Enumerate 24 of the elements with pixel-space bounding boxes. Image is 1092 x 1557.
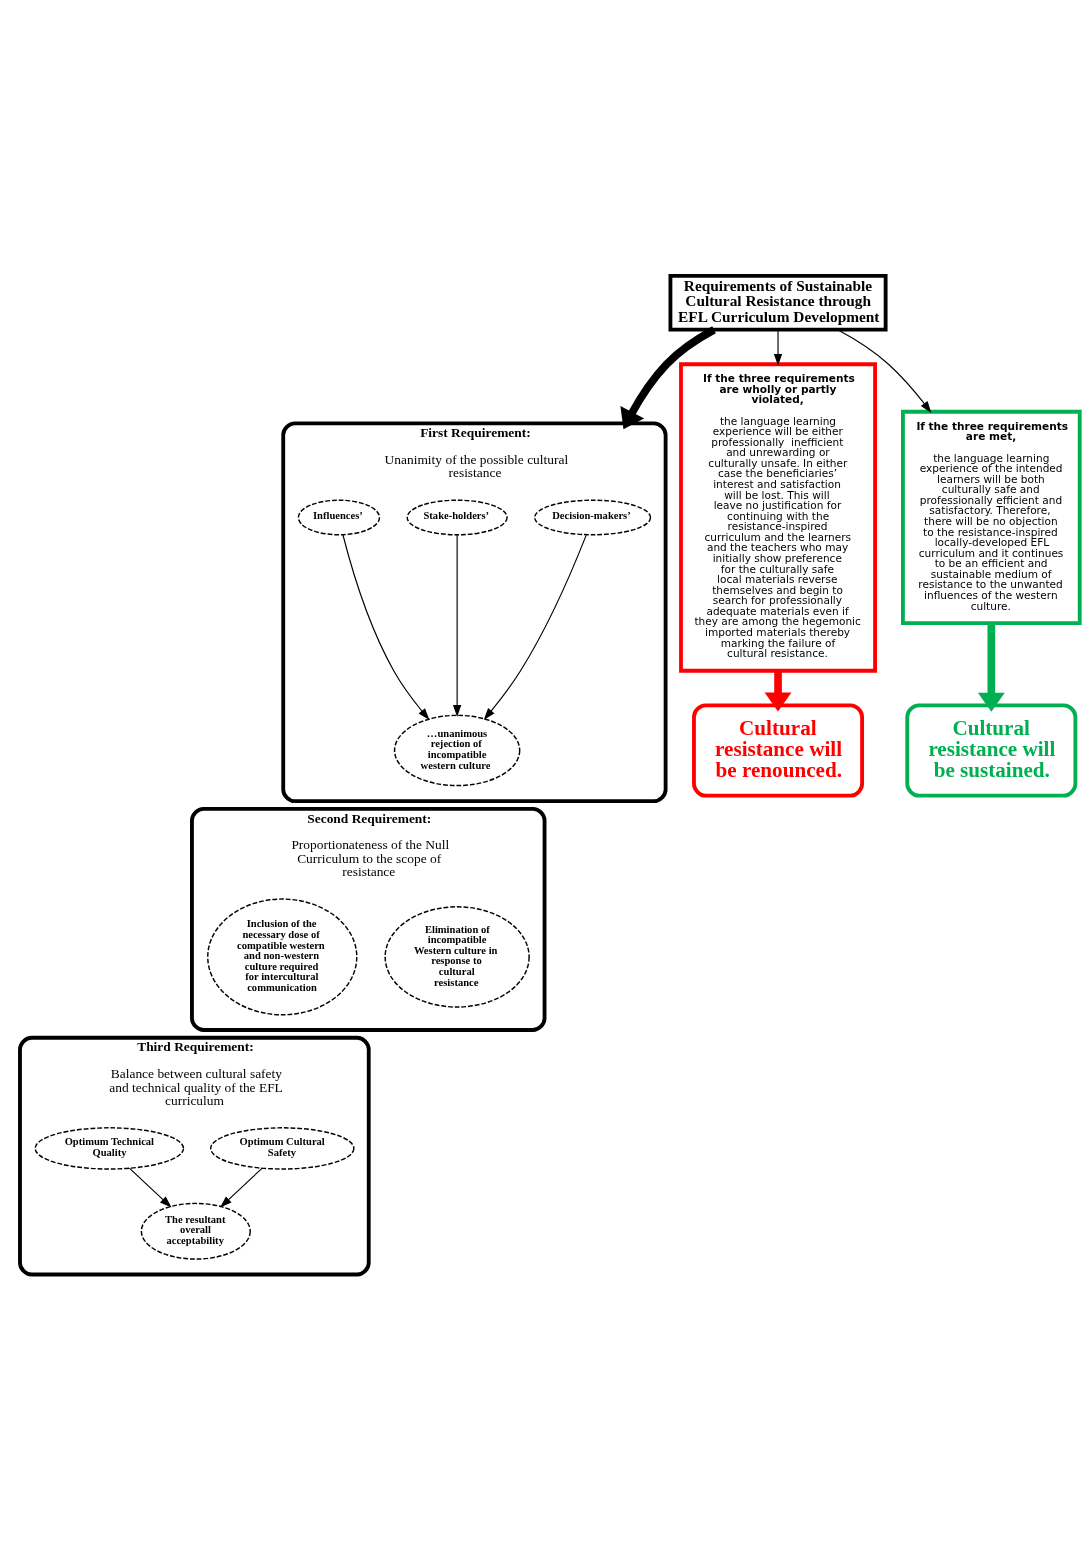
node-box: Requirements of Sustainable Cultural Resistance through EFL Curriculum Development [668, 273, 888, 332]
arrow [764, 670, 792, 712]
arrow [128, 1167, 172, 1208]
arrow [837, 328, 932, 413]
node-box: Cultural resistance will be renounced. [692, 702, 864, 798]
node-ellipse: Optimum Technical Quality [34, 1126, 185, 1170]
node-ellipse: …unanimous rejection of incompatible western culture [393, 714, 521, 786]
node-box: If the three requirements are wholly or partly violated, the language learning experience will be either professionally inefficient and unrewarding or culturally unsafe. In either case the beneficiaries’ interest and satisfaction will be lost. This will leave no justification for continuing with the resistance-inspired curriculum and the learners and the teachers who may initially show preference for the culturally safe local materials reverse themselves and begin to search for professionally adequate materials even if they are among the hegemonic imported materials thereby marking the failure of cultural resistance. [679, 361, 877, 673]
arrow [220, 1167, 263, 1208]
node-ellipse: Elimination of incompatible Western culture in response to cultural resistance [384, 905, 530, 1008]
arrow [452, 534, 462, 717]
node-ellipse: Inclusion of the necessary dose of compatible western and non-western culture required for intercultural communication [207, 897, 358, 1015]
node-ellipse: Optimum Cultural Safety [210, 1126, 355, 1170]
arrow [342, 533, 430, 720]
arrow [483, 534, 587, 720]
arrow [620, 325, 716, 429]
node-ellipse: The resultant overall acceptability [140, 1202, 251, 1260]
node-box: If the three requirements are met, the language learning experience of the intended learners will be both culturally safe and professionally efficient and satisfactory. Therefore, there will be no objection to the resistance-inspired locally-developed EFL curriculum and it continues to be an efficient and sustainable medium of resistance to the unwanted influences of the western culture. [901, 409, 1082, 625]
node-box: Cultural resistance will be sustained. [905, 702, 1078, 798]
node-ellipse: Decision-makers’ [533, 498, 652, 535]
node-ellipse: Stake-holders’ [406, 498, 508, 535]
arrow [977, 623, 1005, 712]
arrow [773, 328, 783, 366]
node-ellipse: Influences’ [297, 498, 381, 535]
